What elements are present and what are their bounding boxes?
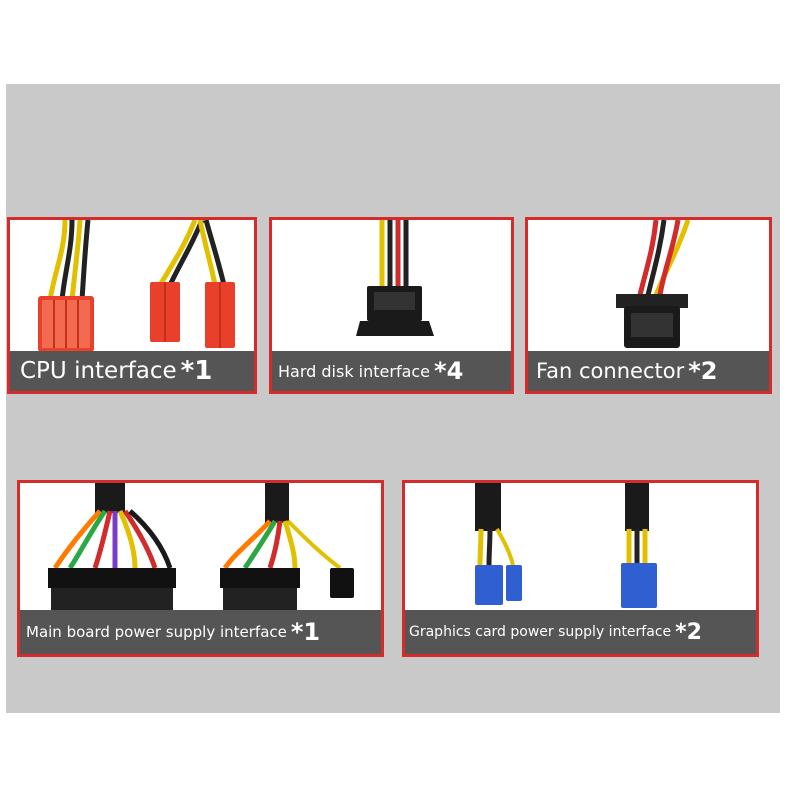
cpu-8pin-connector-icon xyxy=(38,220,235,352)
cpu-interface-panel: CPU interface *1 xyxy=(7,217,257,394)
panel-label: Hard disk interface xyxy=(278,361,431,381)
panel-label: Main board power supply interface xyxy=(26,623,287,641)
fan-connector-panel: Fan connector *2 xyxy=(525,217,772,394)
panel-label: Graphics card power supply interface xyxy=(409,624,672,640)
graphics-card-power-panel: Graphics card power supply interface *2 xyxy=(402,480,759,657)
panel-quantity: *2 xyxy=(688,357,718,385)
pcie-8pin-connector-icon xyxy=(475,483,657,608)
panel-label: Fan connector xyxy=(536,359,685,383)
main-board-power-panel: Main board power supply interface *1 xyxy=(17,480,384,657)
panel-label: CPU interface xyxy=(20,358,177,384)
panel-caption: CPU interface *1 xyxy=(10,351,254,391)
atx-24pin-connector-icon xyxy=(48,483,354,616)
molex-fan-connector-icon xyxy=(616,220,691,348)
panel-quantity: *1 xyxy=(290,618,321,646)
panel-quantity: *1 xyxy=(180,356,213,386)
panel-caption: Fan connector *2 xyxy=(528,351,769,391)
panel-quantity: *2 xyxy=(675,619,702,645)
panel-quantity: *4 xyxy=(434,357,464,385)
sata-power-connector-icon xyxy=(356,220,434,336)
panel-caption: Graphics card power supply interface *2 xyxy=(405,610,756,654)
panel-caption: Main board power supply interface *1 xyxy=(20,610,381,654)
hard-disk-interface-panel: Hard disk interface *4 xyxy=(269,217,514,394)
panel-caption: Hard disk interface *4 xyxy=(272,351,511,391)
